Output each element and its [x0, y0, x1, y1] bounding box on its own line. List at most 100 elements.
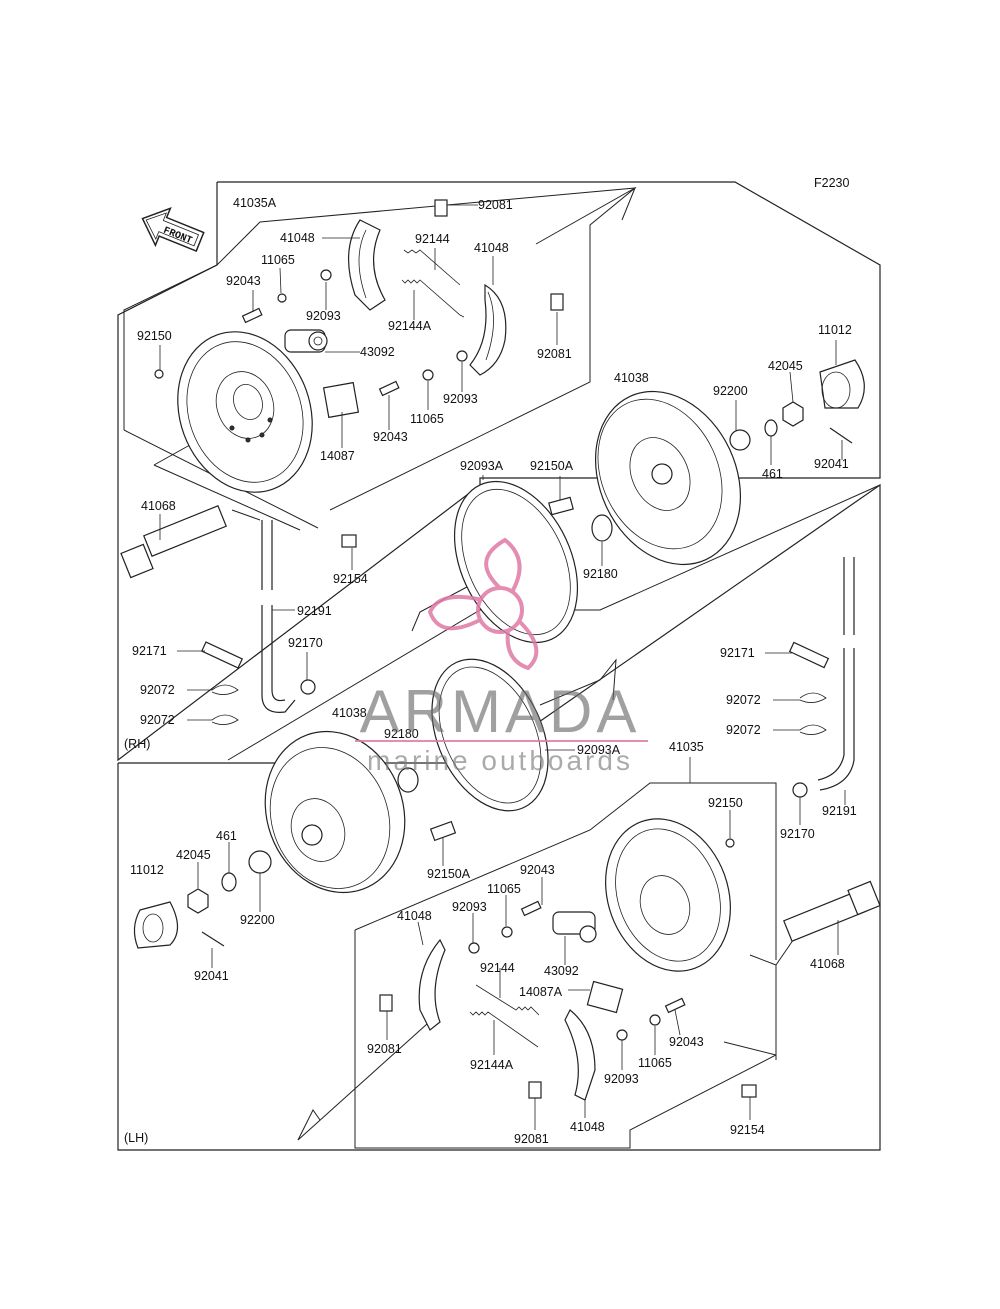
rh-wheel-cylinder: [284, 329, 328, 353]
part-label: 92191: [297, 604, 332, 618]
rh-spring-92144: [403, 249, 461, 286]
lh-brake-shoe-right: [564, 1009, 596, 1101]
part-label: 92093A: [577, 743, 621, 757]
lh-brake-hose: [817, 557, 855, 791]
part-label: 41068: [810, 957, 845, 971]
watermark-brand: ARMADA: [360, 678, 641, 745]
part-label: 92072: [140, 713, 175, 727]
part-label: 92043: [520, 863, 555, 877]
rh-washer-11065-b: [422, 369, 434, 381]
rh-washer-11065: [277, 293, 287, 303]
rh-brake-hose: [261, 520, 296, 713]
rh-frame: [117, 181, 881, 762]
part-label: 92180: [384, 727, 419, 741]
part-label: 92154: [333, 572, 368, 586]
rh-strap-92171: [200, 641, 244, 669]
lh-washer-92200: [248, 850, 272, 874]
part-label: 92200: [713, 384, 748, 398]
rh-backing-plate: [177, 331, 313, 493]
rh-axle-shaft: [120, 505, 227, 579]
part-label: 92041: [814, 457, 849, 471]
part-label: 92200: [240, 913, 275, 927]
rh-clamp-92170: [300, 679, 316, 695]
lh-adjuster-14087a: [586, 980, 624, 1014]
part-label: 92170: [288, 636, 323, 650]
rh-spring-92144a: [401, 279, 465, 318]
rh-washer-461: [764, 419, 778, 437]
part-label: 11065: [487, 882, 521, 896]
part-label: 92150A: [427, 867, 471, 881]
part-label: 92072: [140, 683, 175, 697]
part-label: 14087A: [519, 985, 563, 999]
lh-brake-drum: [264, 730, 406, 894]
part-label: 92043: [669, 1035, 704, 1049]
part-label: 92150: [708, 796, 743, 810]
rh-brake-shoe-upper: [347, 219, 386, 311]
part-label: 461: [762, 467, 783, 481]
part-label: 92191: [822, 804, 857, 818]
section-label-lh: (LH): [124, 1131, 148, 1145]
part-label: 11012: [818, 323, 852, 337]
rh-cotter-92041: [829, 427, 853, 444]
lh-brake-shoe-left: [418, 938, 446, 1031]
rh-bolt-92154: [341, 534, 357, 548]
lh-pin-92043-b: [664, 997, 686, 1014]
part-label: 11065: [638, 1056, 672, 1070]
part-label: 92144: [415, 232, 450, 246]
lh-spring-92144a: [469, 1011, 539, 1048]
rh-brake-shoe-lower: [469, 283, 507, 376]
lh-nut-42045: [187, 888, 209, 914]
part-label: 41035A: [233, 196, 277, 210]
section-label-rh: (RH): [124, 737, 150, 751]
part-label: 92180: [583, 567, 618, 581]
lh-cotter-92041: [201, 931, 225, 947]
part-label: 41048: [397, 909, 432, 923]
lh-wheel-cylinder: [552, 911, 597, 943]
part-label: 92093: [306, 309, 341, 323]
part-label: 92072: [726, 693, 761, 707]
rh-clip-92081-top: [434, 199, 448, 217]
part-label: 92093A: [460, 459, 504, 473]
part-label: 41068: [141, 499, 176, 513]
lh-hub-cap-11012: [133, 901, 179, 949]
lh-bolt-92150: [725, 838, 735, 848]
lh-washer-11065-b: [649, 1014, 661, 1026]
lh-clip-92081-bottom: [528, 1081, 542, 1099]
part-label: 92154: [730, 1123, 765, 1137]
watermark-logo-icon: [427, 537, 539, 671]
rh-pin-92043-b: [378, 380, 400, 397]
rh-clip-92072-b: [211, 714, 239, 725]
part-label: 92093: [443, 392, 478, 406]
lh-pin-92043: [520, 900, 542, 917]
part-label: 43092: [360, 345, 395, 359]
part-label: 41038: [614, 371, 649, 385]
part-label: 92043: [373, 430, 408, 444]
lh-part-labels: 92171 92072 92072 41038 92180 92093A 410…: [124, 646, 857, 1146]
watermark-tagline: marine outboards: [367, 745, 633, 776]
lh-oring-92180: [397, 767, 419, 793]
part-label: 41048: [570, 1120, 605, 1134]
lh-clip-92072-a: [799, 692, 827, 703]
leader-lines: [159, 204, 846, 1130]
rh-clip-92072-a: [211, 684, 239, 695]
rh-bolt-92150a: [548, 496, 574, 516]
part-label: 42045: [768, 359, 803, 373]
part-label: 92171: [132, 644, 167, 658]
part-label: 92144A: [388, 319, 432, 333]
part-label: 92150: [137, 329, 172, 343]
part-label: 92150A: [530, 459, 574, 473]
part-label: 92144A: [470, 1058, 514, 1072]
part-label: 92081: [514, 1132, 549, 1146]
lh-axle-shaft: [783, 880, 881, 942]
rh-part-labels: 41035A 92081 41048 92144 41048 11065 920…: [124, 196, 852, 751]
lh-spring-92144: [475, 984, 540, 1016]
front-arrow-icon: FRONT: [141, 206, 205, 253]
part-label: 92041: [194, 969, 229, 983]
lh-bolt-92154: [741, 1084, 757, 1098]
part-label: 11065: [410, 412, 444, 426]
rh-bolt-92150: [154, 369, 164, 379]
lh-clip-92081-left: [379, 994, 393, 1012]
part-label: 92043: [226, 274, 261, 288]
lh-bolt-92150a: [429, 820, 457, 842]
part-label: 43092: [544, 964, 579, 978]
